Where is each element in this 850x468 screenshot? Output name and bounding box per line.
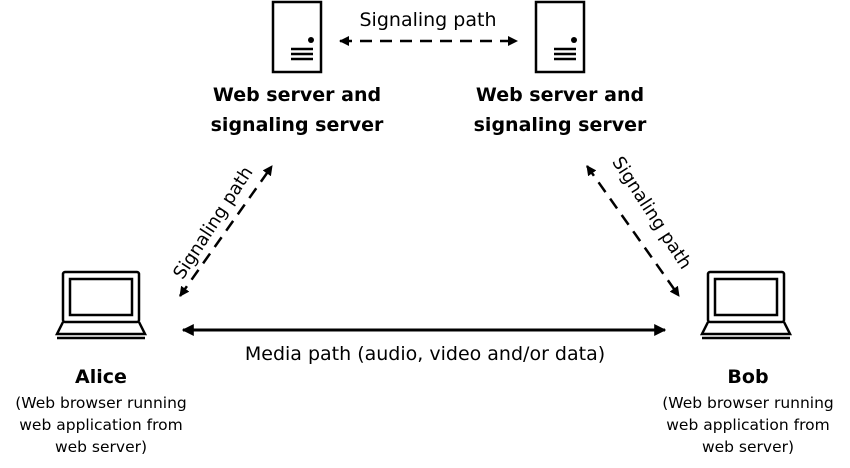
peer-desc-line3: web server): [54, 438, 148, 456]
server-title-line2: signaling server: [210, 114, 384, 136]
peer-name: Alice: [75, 366, 127, 388]
laptop-icon: [699, 270, 793, 340]
server-title-line1: Web server and: [212, 84, 382, 106]
peer-desc-line3: web server): [701, 438, 795, 456]
peer-desc-line2: web application from: [19, 416, 183, 434]
server-title-left: Web server and signaling server: [187, 80, 407, 140]
server-icon: [534, 0, 586, 74]
laptop-icon: [54, 270, 148, 340]
server-title-line1: Web server and: [475, 84, 645, 106]
signaling-path-label-top: Signaling path: [359, 9, 497, 31]
peer-desc-line1: (Web browser running: [15, 394, 187, 412]
peer-desc-line1: (Web browser running: [662, 394, 834, 412]
signaling-path-arrow-left: [178, 165, 274, 297]
peer-bob: Bob (Web browser running web application…: [646, 362, 850, 458]
server-title-line2: signaling server: [473, 114, 647, 136]
server-title-right: Web server and signaling server: [450, 80, 670, 140]
signaling-path-arrow-right: [585, 165, 681, 297]
signaling-path-label-left: Signaling path: [169, 163, 257, 283]
media-path-label: Media path (audio, video and/or data): [244, 343, 606, 365]
peer-name: Bob: [727, 366, 769, 388]
signaling-path-label-right: Signaling path: [607, 153, 695, 273]
peer-alice: Alice (Web browser running web applicati…: [0, 362, 202, 458]
server-icon: [271, 0, 323, 74]
peer-desc-line2: web application from: [666, 416, 830, 434]
